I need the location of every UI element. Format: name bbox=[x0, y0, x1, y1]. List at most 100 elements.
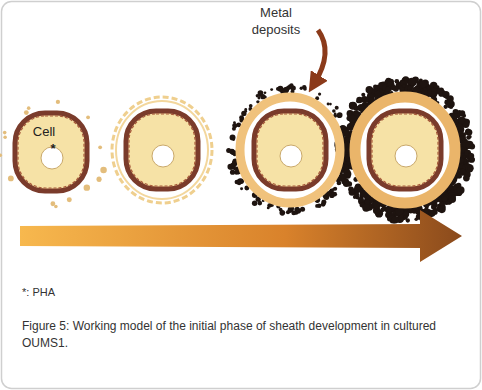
metal-deposit bbox=[457, 186, 465, 194]
cell-body bbox=[369, 111, 441, 189]
metal-deposit bbox=[466, 129, 472, 135]
metal-deposit bbox=[362, 204, 370, 212]
metal-deposit bbox=[420, 81, 427, 88]
pha-granule bbox=[54, 205, 58, 209]
pha-granule bbox=[67, 197, 72, 202]
metal-deposit bbox=[419, 81, 426, 88]
metal-deposit bbox=[466, 129, 470, 133]
metal-deposit bbox=[431, 92, 436, 97]
metal-deposit bbox=[350, 105, 355, 110]
metal-deposit bbox=[441, 195, 448, 202]
metal-deposit bbox=[466, 135, 471, 140]
metal-deposit bbox=[329, 103, 332, 106]
metal-deposit bbox=[300, 87, 303, 90]
metal-deposit bbox=[230, 150, 233, 153]
metal-deposit bbox=[332, 109, 336, 113]
cell-body bbox=[126, 111, 198, 189]
pha-ring bbox=[116, 101, 208, 199]
figure-caption: Figure 5: Working model of the initial p… bbox=[22, 318, 467, 352]
metal-deposit bbox=[335, 106, 339, 110]
pha-marker: * bbox=[21, 141, 85, 156]
metal-deposit bbox=[337, 181, 341, 185]
metal-deposit bbox=[404, 211, 409, 216]
metal-deposit bbox=[449, 197, 455, 203]
metal-deposit bbox=[394, 79, 399, 84]
metal-deposit bbox=[230, 135, 236, 141]
pha-granule bbox=[24, 110, 29, 115]
metal-deposit bbox=[249, 104, 253, 108]
metal-deposit bbox=[434, 85, 438, 89]
cell-membrane bbox=[372, 114, 438, 186]
cell-membrane bbox=[129, 114, 195, 186]
metal-deposit bbox=[264, 91, 267, 94]
metal-deposit bbox=[385, 207, 391, 213]
metal-deposit bbox=[356, 196, 360, 200]
metal-deposit bbox=[315, 204, 319, 208]
metal-deposit bbox=[380, 207, 385, 212]
metal-deposit bbox=[460, 169, 466, 175]
metal-deposit bbox=[230, 170, 235, 175]
metal-deposit bbox=[361, 93, 365, 97]
metal-deposit bbox=[355, 110, 359, 114]
callout-label: Metal deposits bbox=[240, 4, 312, 38]
metal-deposit bbox=[303, 87, 307, 91]
pha-inclusion bbox=[280, 145, 302, 167]
pha-inclusion bbox=[395, 145, 417, 167]
metal-deposit bbox=[327, 192, 331, 196]
metal-deposit bbox=[343, 169, 350, 176]
metal-deposit bbox=[240, 187, 243, 190]
pha-granule bbox=[84, 184, 90, 190]
metal-deposit bbox=[466, 142, 473, 149]
metal-deposit bbox=[365, 199, 370, 204]
metal-deposit bbox=[465, 164, 473, 172]
metal-deposit bbox=[432, 205, 436, 209]
metal-deposit bbox=[291, 211, 296, 216]
metal-deposit bbox=[442, 197, 447, 202]
metal-deposit bbox=[448, 195, 456, 203]
pha-ring bbox=[112, 97, 212, 203]
metal-deposit bbox=[280, 89, 283, 92]
metal-deposit bbox=[258, 94, 261, 97]
metal-deposit bbox=[238, 178, 243, 183]
metal-deposit bbox=[463, 175, 470, 182]
metal-deposit bbox=[375, 91, 381, 97]
pha-granule bbox=[8, 176, 14, 182]
metal-deposit bbox=[437, 88, 443, 94]
metal-deposit bbox=[461, 135, 466, 140]
metal-deposit bbox=[459, 110, 465, 116]
pha-granule bbox=[86, 115, 90, 119]
sheath-ring bbox=[355, 97, 455, 203]
metal-deposit bbox=[402, 84, 406, 88]
metal-deposit bbox=[342, 129, 349, 136]
metal-deposit bbox=[388, 81, 393, 86]
metal-deposit bbox=[296, 209, 301, 214]
sheath-ring bbox=[240, 97, 340, 203]
metal-deposit bbox=[452, 113, 457, 118]
metal-deposit bbox=[349, 115, 357, 123]
metal-deposit bbox=[337, 182, 340, 185]
metal-deposit bbox=[408, 78, 416, 86]
cell-label: Cell bbox=[12, 124, 76, 139]
metal-deposit bbox=[239, 115, 244, 120]
metal-deposit bbox=[285, 86, 289, 90]
progression-arrow bbox=[20, 210, 462, 262]
metal-deposit bbox=[366, 86, 374, 94]
pha-inclusion bbox=[152, 145, 174, 167]
metal-deposit bbox=[267, 206, 270, 209]
metal-deposit bbox=[232, 123, 237, 128]
metal-deposit bbox=[290, 85, 295, 90]
metal-deposit bbox=[252, 201, 258, 207]
metal-deposit bbox=[364, 97, 369, 102]
metal-deposit bbox=[285, 87, 290, 92]
metal-deposit bbox=[392, 216, 399, 223]
metal-deposit bbox=[391, 85, 396, 90]
metal-deposit bbox=[270, 88, 273, 91]
pha-granule bbox=[0, 153, 2, 156]
pha-granule bbox=[3, 136, 7, 140]
metal-deposit bbox=[436, 206, 442, 212]
metal-deposit bbox=[458, 116, 465, 123]
footnote: *: PHA bbox=[22, 284, 222, 301]
pha-granule bbox=[100, 167, 106, 173]
cell-node: Cell* bbox=[20, 124, 84, 154]
pha-granule bbox=[3, 131, 7, 135]
